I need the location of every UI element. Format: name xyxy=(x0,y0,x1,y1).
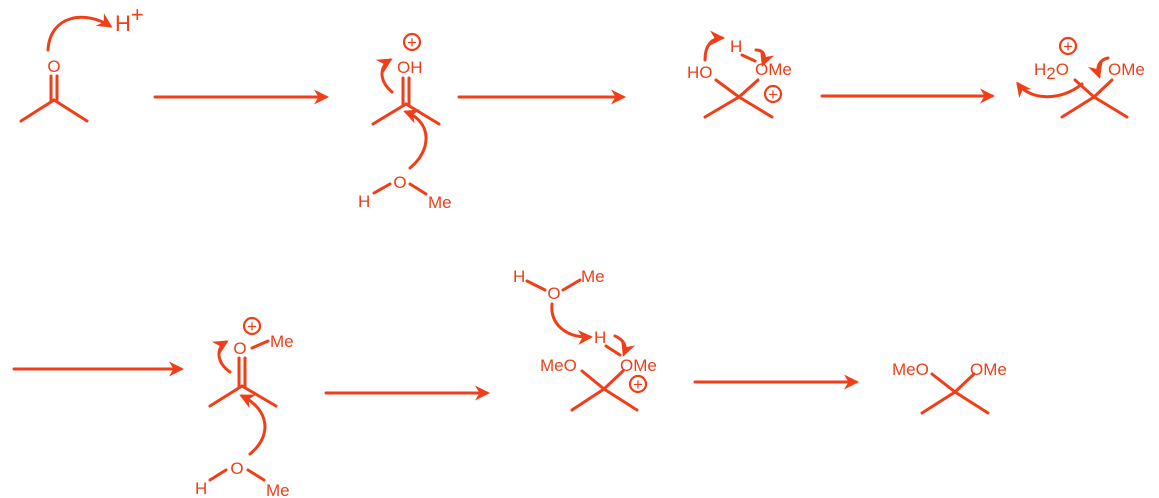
oxocarbenium-Me: Me xyxy=(270,332,294,351)
positive-charge-3: + xyxy=(1058,36,1078,56)
methoxy-OMe-3: OMe xyxy=(620,356,657,375)
arrow-ome-push xyxy=(1088,56,1110,79)
methanol-H-3: H xyxy=(513,267,525,286)
methoxy-MeO: MeO xyxy=(540,356,577,375)
methanol-H: H xyxy=(358,192,370,211)
methoxy-OMe: OMe xyxy=(755,60,792,79)
methoxy-OMe-2: OMe xyxy=(1108,60,1145,79)
hydroxyl-HO: HO xyxy=(687,63,713,82)
arrow-water-departure xyxy=(1016,81,1084,99)
oxocarbenium-structure: O Me + H O Me xyxy=(195,316,294,498)
arrow-pi-bond-to-oxygen-2 xyxy=(211,340,232,374)
svg-text:+: + xyxy=(1063,37,1073,56)
carbonyl-oxygen: O xyxy=(47,57,60,76)
svg-text:+: + xyxy=(768,85,778,104)
positive-charge-5: + xyxy=(628,374,648,394)
oxocarbenium-O: O xyxy=(233,339,246,358)
methanol-Me-2: Me xyxy=(266,481,290,498)
water-leaving-group: H2O xyxy=(1034,60,1069,83)
arrow-protonation xyxy=(46,13,113,52)
methanol-H-2: H xyxy=(195,479,207,498)
oxonium-hemiacetal-structure: HO OMe H + xyxy=(687,30,792,119)
arrow-oh-lone-pair xyxy=(703,30,725,62)
oxonium-OH: OH xyxy=(397,58,423,77)
methanol-O-3: O xyxy=(547,284,560,303)
protonated-carbonyl-structure: OH + H O Me xyxy=(358,32,452,212)
arrow-nucleophilic-attack-2 xyxy=(239,394,267,456)
acetone-structure: O H+ xyxy=(19,2,144,123)
acetal-product-structure: MeO OMe xyxy=(892,360,1007,415)
product-OMe: OMe xyxy=(970,360,1007,379)
product-MeO: MeO xyxy=(892,360,929,379)
arrow-oh-bond-break xyxy=(754,48,775,67)
arrow-oh-bond-break-2 xyxy=(613,334,636,357)
arrow-pi-bond-to-oxygen xyxy=(375,58,394,94)
acetal-oxonium-H: H xyxy=(594,328,606,347)
methanol-O: O xyxy=(393,173,406,192)
methanol-Me: Me xyxy=(428,193,452,212)
positive-charge-4: + xyxy=(242,316,262,336)
water-leaving-structure: H2O OMe + xyxy=(1016,36,1145,119)
positive-charge-2: + xyxy=(763,84,783,104)
svg-text:+: + xyxy=(407,33,417,52)
methanol-Me-3: Me xyxy=(581,267,605,286)
oxonium-H: H xyxy=(730,37,742,56)
methanol-O-2: O xyxy=(230,459,243,478)
svg-text:+: + xyxy=(633,375,643,394)
arrow-deprotonation xyxy=(550,302,593,345)
svg-text:+: + xyxy=(247,317,257,336)
positive-charge-1: + xyxy=(402,32,422,52)
protonated-acetal-structure: MeO OMe H + H O Me xyxy=(513,267,657,412)
proton-label: H+ xyxy=(115,2,144,36)
arrow-nucleophilic-attack-1 xyxy=(403,109,428,170)
